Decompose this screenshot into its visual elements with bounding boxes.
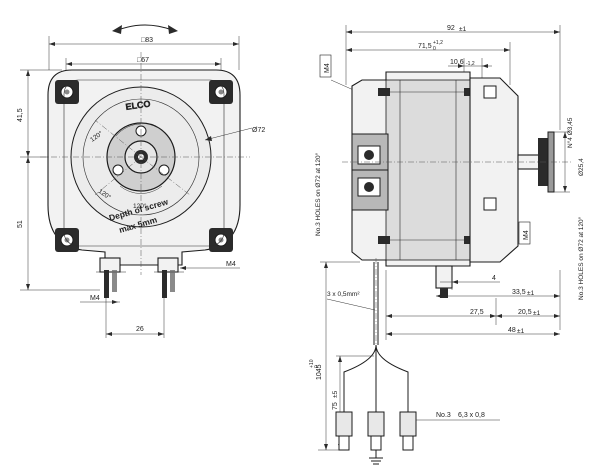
flange-diameter-label: Ø25,4 <box>578 158 585 176</box>
dim-label-41-5: 41,5 <box>17 108 24 122</box>
thread-tag-bottom: M4 <box>523 230 530 240</box>
bearing-housing <box>351 133 389 211</box>
dim-label-92-tol: ±1 <box>459 26 467 33</box>
dim-label-48-tol: ±1 <box>517 328 525 335</box>
dim-overall-length: 92 ±1 <box>345 25 561 130</box>
dim-label-20-5-tol: ±1 <box>533 310 541 317</box>
dim-label-33-5: 33,5 <box>512 289 526 296</box>
dim-label-83: □83 <box>141 37 153 44</box>
side-view: 92 ±1 71,5 +1,2 0 10,6 -1,2 M4 No. <box>309 25 585 465</box>
terminal-block <box>96 257 184 298</box>
angle-label-c: 120° <box>133 202 147 210</box>
dim-label-48: 48 <box>508 327 516 334</box>
dim-label-75: 75 <box>332 402 339 410</box>
dim-label-71-5-tol-upper: +1,2 <box>433 40 443 46</box>
dim-label-71-5-tol-lower: 0 <box>433 46 436 52</box>
dim-label-67: □67 <box>137 57 149 64</box>
dim-body-length: 71,5 +1,2 0 <box>346 40 511 85</box>
dim-label-10-6: 10,6 <box>450 59 464 66</box>
dim-label-hub-diameter: Ø72 <box>252 127 265 134</box>
dim-label-71-5: 71,5 <box>418 43 432 50</box>
brand-logo: ELCO <box>125 99 151 112</box>
holes-note-left: No.3 HOLES on Ø72 at 120° <box>314 152 322 236</box>
dim-label-26: 26 <box>136 326 144 333</box>
dim-label-27-5: 27,5 <box>470 309 484 316</box>
dim-label-1045: 1045 <box>316 364 323 380</box>
thread-tag-top: M4 <box>324 63 331 73</box>
dim-label-4: 4 <box>492 275 496 282</box>
dim-label-1045-tol-lower: 0 <box>314 365 320 368</box>
dim-label-92: 92 <box>447 25 455 32</box>
dim-label-20-5: 20,5 <box>518 309 532 316</box>
dim-label-terminal-m4-left: M4 <box>90 295 100 302</box>
dim-label-1045-tol-upper: +10 <box>309 359 315 368</box>
dim-label-terminal-m4-right: M4 <box>226 261 236 268</box>
rotation-arrow-icon <box>112 24 178 34</box>
front-view: □83 □67 41,5 51 <box>17 24 265 338</box>
mounting-lugs <box>55 80 233 252</box>
dim-label-51: 51 <box>17 220 24 228</box>
ground-icon <box>369 450 383 465</box>
power-cable <box>343 258 409 412</box>
holes-note-right: No.3 HOLES on Ø72 at 120° <box>577 216 585 300</box>
dim-label-10-6-tol: -1,2 <box>466 61 475 67</box>
spade-connectors <box>335 411 417 451</box>
connector-size-label: 6,3 x 0,8 <box>458 412 485 419</box>
cable-spec-label: 3 x 0,5mm² <box>327 291 360 298</box>
connector-count-label: No.3 <box>436 412 451 419</box>
dim-label-33-5-tol: ±1 <box>527 290 535 297</box>
dim-width-outer: □83 <box>48 36 240 70</box>
dim-label-75-tol: ±5 <box>332 390 339 398</box>
flange-holes-note: N°4 Ø3,45 <box>566 117 574 148</box>
